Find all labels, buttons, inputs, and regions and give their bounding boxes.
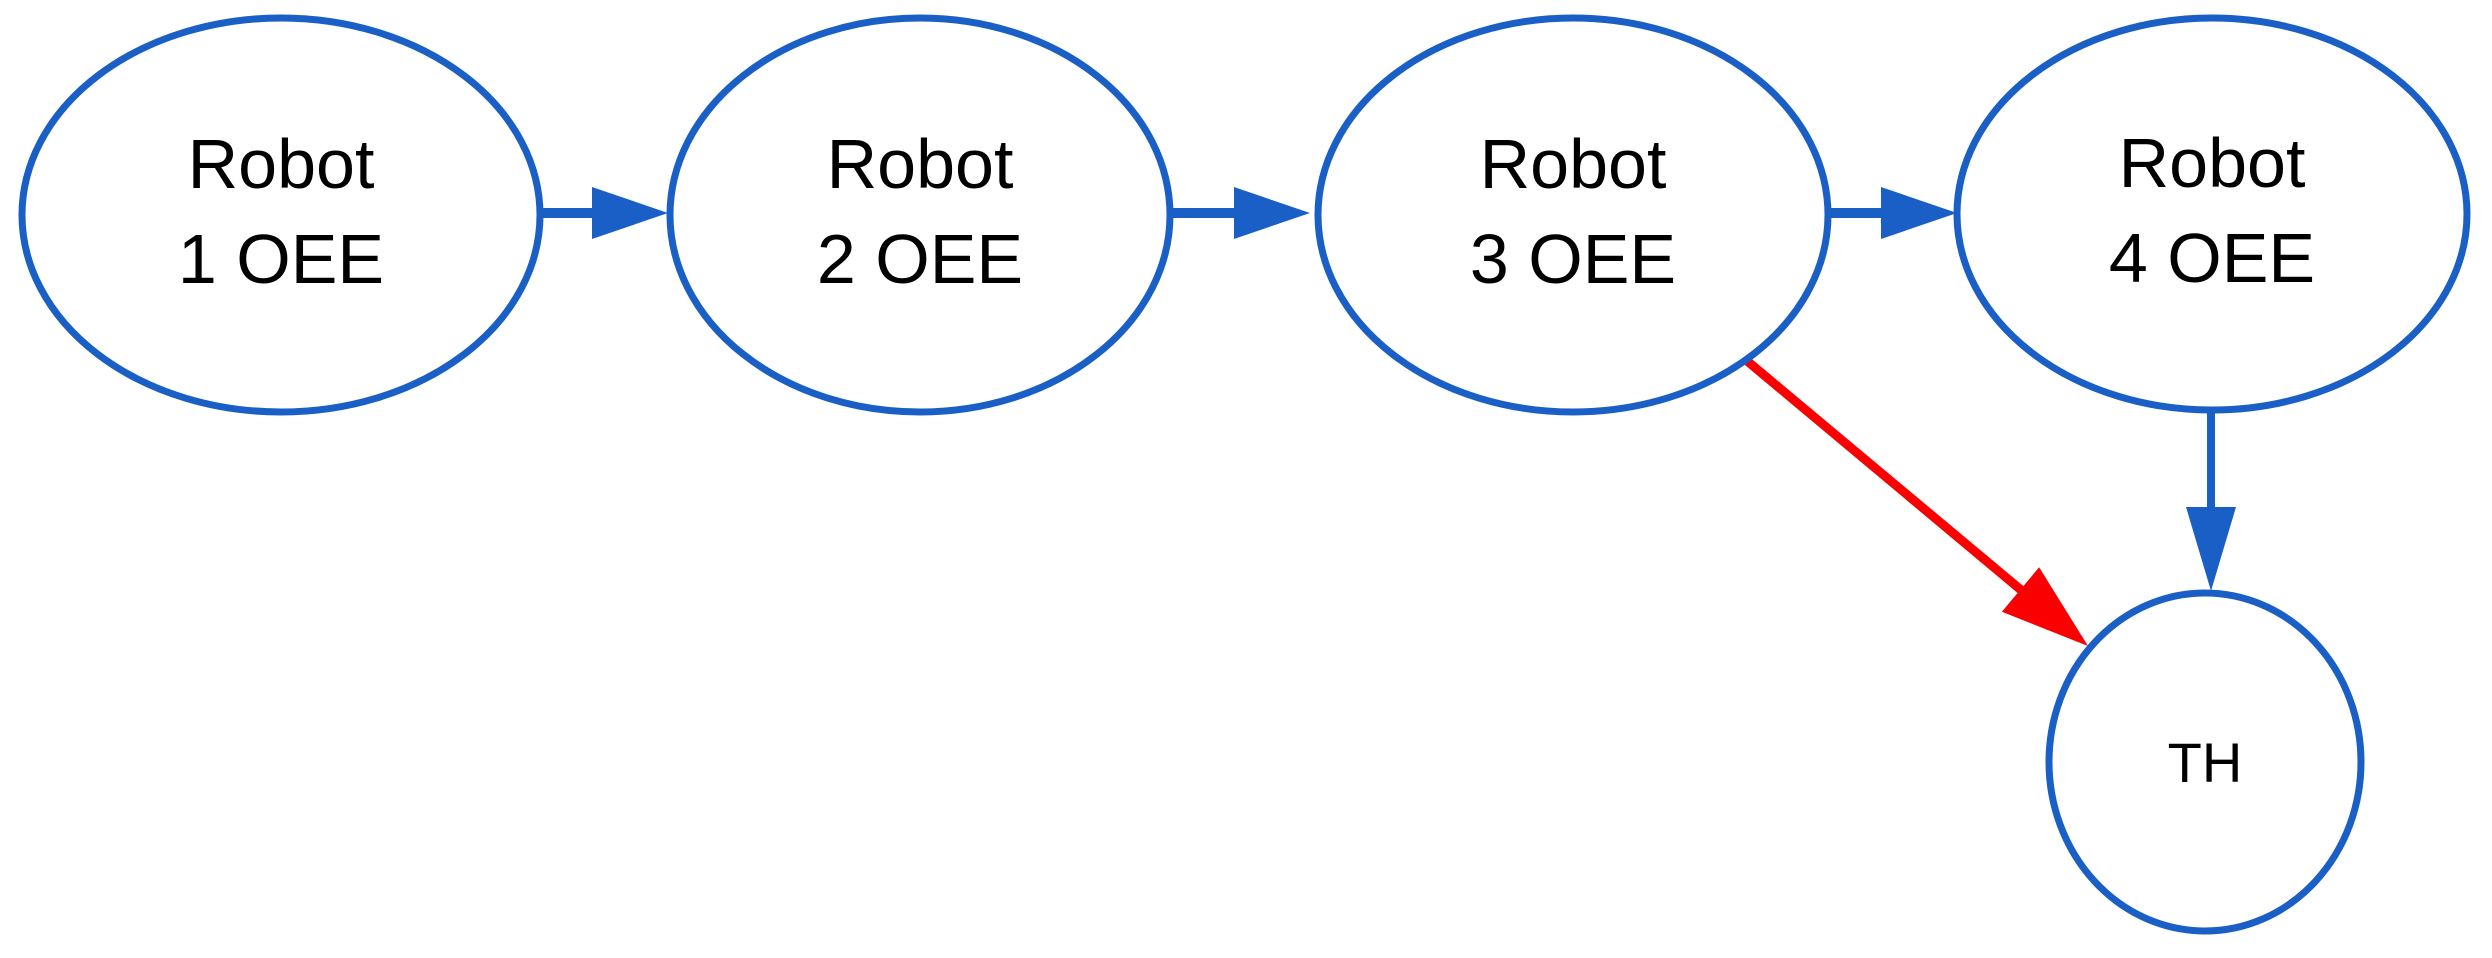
edge-robot3-to-th	[1737, 351, 2088, 646]
node-th-shape	[2045, 589, 2365, 935]
node-th-label: TH	[2168, 731, 2243, 794]
edge-robot4-to-th	[2186, 410, 2236, 591]
node-robot-4-oee-label-line: Robot	[2119, 124, 2306, 202]
edge-robot3-to-robot4	[1829, 187, 1957, 239]
node-robot-3-oee-shape	[1314, 14, 1832, 416]
node-robot-2-oee-label-line: Robot	[827, 125, 1014, 203]
edge-robot1-to-robot2	[540, 187, 668, 239]
node-robot-2-oee-shape	[666, 14, 1174, 416]
node-robot-2-oee: Robot 2 OEE	[666, 14, 1174, 416]
node-robot-1-oee-label: Robot 1 OEE	[178, 125, 384, 298]
node-robot-4-oee-shape	[1953, 14, 2471, 414]
edge-robot2-to-robot3-arrowhead-icon	[1234, 187, 1310, 239]
edge-robot1-to-robot2-arrowhead-icon	[592, 187, 668, 239]
node-robot-1-oee-shape	[18, 14, 544, 416]
edge-robot3-to-th-arrowhead-icon	[2001, 567, 2088, 646]
node-robot-4-oee-label: Robot 4 OEE	[2109, 124, 2315, 297]
node-robot-3-oee-label: Robot 3 OEE	[1470, 125, 1676, 298]
node-robot-4-oee: Robot 4 OEE	[1953, 14, 2471, 414]
edge-robot4-to-th-arrowhead-icon	[2186, 507, 2236, 591]
edge-robot3-to-th-shaft	[1737, 351, 2054, 619]
node-robot-3-oee-label-line: Robot	[1480, 125, 1667, 203]
edge-robot3-to-robot4-arrowhead-icon	[1881, 187, 1957, 239]
node-th: TH	[2045, 589, 2365, 935]
node-robot-1-oee-label-line: 1 OEE	[178, 220, 384, 298]
node-th-label-line: TH	[2168, 731, 2243, 794]
node-robot-1-oee-label-line: Robot	[188, 125, 375, 203]
node-robot-2-oee-label: Robot 2 OEE	[817, 125, 1023, 298]
node-robot-4-oee-label-line: 4 OEE	[2109, 219, 2315, 297]
node-robot-2-oee-label-line: 2 OEE	[817, 220, 1023, 298]
node-robot-3-oee-label-line: 3 OEE	[1470, 220, 1676, 298]
node-robot-1-oee: Robot 1 OEE	[18, 14, 544, 416]
edge-robot2-to-robot3	[1170, 187, 1310, 239]
node-robot-3-oee: Robot 3 OEE	[1314, 14, 1832, 416]
